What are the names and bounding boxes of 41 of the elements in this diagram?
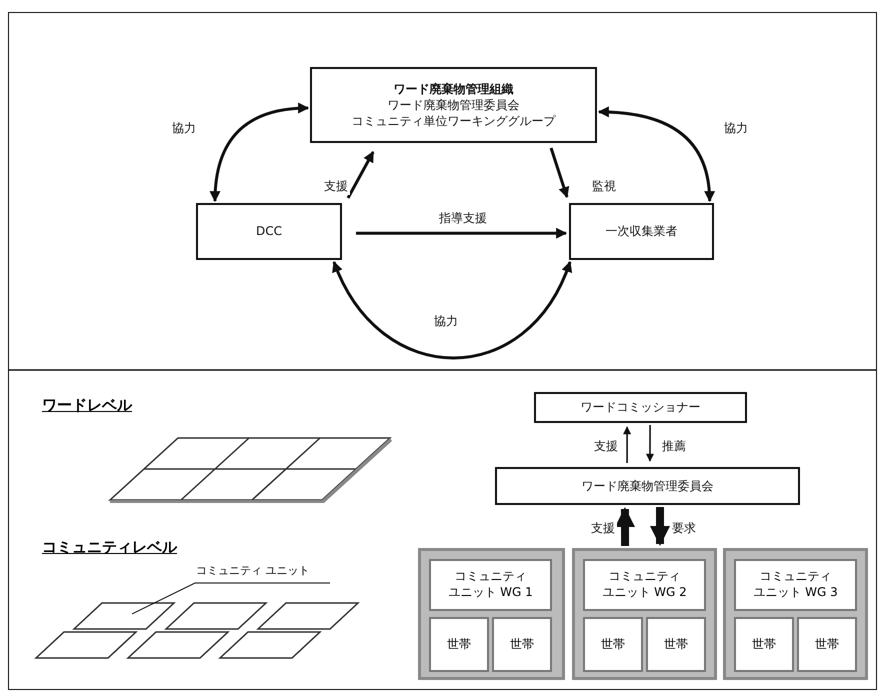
box-text: コミュニティ単位ワーキンググループ	[352, 113, 556, 130]
edge-label: 支援	[322, 178, 350, 195]
arrow	[332, 261, 572, 360]
callout-text: コミュニティ ユニット	[196, 563, 326, 581]
org-box	[310, 67, 597, 143]
unit-box: 世帯	[734, 617, 794, 672]
tile	[72, 602, 176, 630]
org-box: DCC	[196, 203, 342, 260]
arrow	[623, 426, 632, 463]
arrow	[615, 507, 635, 546]
group-frame	[572, 548, 717, 680]
arrow	[210, 102, 310, 202]
arrow	[346, 151, 374, 199]
org-box: ワードコミッショナー	[534, 392, 747, 423]
level-heading: コミュニティレベル	[42, 538, 177, 557]
edge-label: 指導支援	[437, 210, 489, 227]
unit-box: コミュニティユニット WG 3	[734, 559, 857, 611]
edge-label: 要求	[670, 520, 698, 537]
group-frame	[723, 548, 868, 680]
unit-box: 世帯	[646, 617, 706, 672]
unit-box: 世帯	[429, 617, 489, 672]
edge-label: 推薦	[660, 438, 688, 455]
arrow	[650, 507, 670, 546]
edge-label: 支援	[589, 520, 617, 537]
unit-box: コミュニティユニット WG 1	[429, 559, 552, 611]
group-frame	[418, 548, 565, 680]
arrow	[550, 148, 570, 198]
arrow	[356, 228, 568, 239]
unit-box: 世帯	[492, 617, 552, 672]
org-box: ワード廃棄物管理委員会	[495, 467, 800, 505]
unit-box: 世帯	[583, 617, 643, 672]
arrow	[598, 106, 715, 202]
box-title: ワード廃棄物管理組織	[394, 80, 514, 97]
org-box: 一次収集業者	[569, 203, 714, 260]
unit-box: コミュニティユニット WG 2	[583, 559, 706, 611]
arrow	[646, 425, 654, 462]
box-text: ワード廃棄物管理委員会	[388, 96, 520, 114]
leader-line	[132, 582, 330, 614]
edge-label: 支援	[592, 438, 620, 455]
level-heading: ワードレベル	[42, 396, 132, 415]
unit-box: 世帯	[797, 617, 857, 672]
